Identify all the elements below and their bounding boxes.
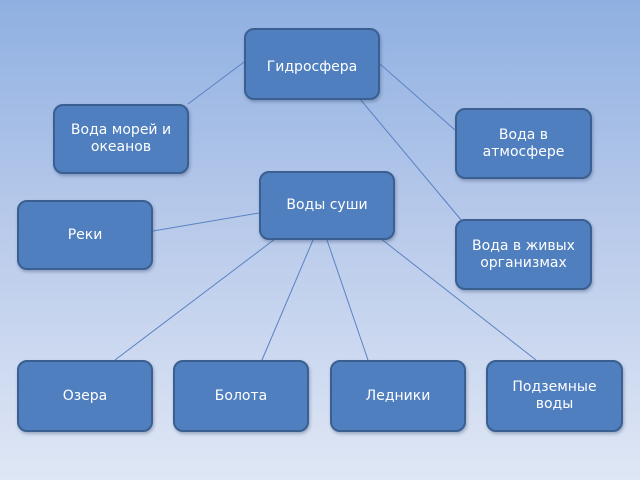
node-groundwater-label: Подземные воды bbox=[512, 379, 597, 412]
node-swamps: Болота bbox=[173, 360, 309, 432]
node-swamps-label: Болота bbox=[214, 387, 268, 404]
node-groundwater: Подземные воды bbox=[486, 360, 623, 432]
node-seas-oceans-label: Вода морей и океанов bbox=[70, 122, 172, 155]
edge-land-groundwater bbox=[379, 237, 537, 361]
node-lakes-label: Озера bbox=[62, 387, 108, 404]
edge-land-glaciers bbox=[326, 239, 369, 361]
node-land-waters-label: Воды суши bbox=[286, 197, 368, 213]
node-rivers: Реки bbox=[17, 200, 153, 270]
node-hydrosphere: Гидросфера bbox=[244, 28, 380, 100]
node-hydrosphere-label: Гидросфера bbox=[266, 59, 358, 75]
node-glaciers-label: Ледники bbox=[365, 387, 431, 404]
edge-land-lakes bbox=[114, 238, 276, 361]
edge-land-swamps bbox=[261, 239, 314, 361]
node-atmosphere: Вода в атмосфере bbox=[455, 108, 592, 179]
edge-hydrosphere-atmosphere bbox=[379, 63, 456, 131]
node-land-waters: Воды суши bbox=[259, 171, 395, 240]
node-atmosphere-label: Вода в атмосфере bbox=[482, 126, 565, 160]
node-living-organisms-label: Вода в живых организмах bbox=[472, 237, 575, 271]
node-rivers-label: Реки bbox=[67, 226, 103, 243]
node-glaciers: Ледники bbox=[330, 360, 466, 432]
node-seas-oceans: Вода морей и океанов bbox=[53, 104, 189, 174]
node-lakes: Озера bbox=[17, 360, 153, 432]
edge-hydrosphere-living bbox=[359, 98, 463, 222]
node-living-organisms: Вода в живых организмах bbox=[455, 219, 592, 290]
edge-land-rivers bbox=[152, 212, 260, 232]
edge-hydrosphere-seas bbox=[187, 61, 245, 105]
